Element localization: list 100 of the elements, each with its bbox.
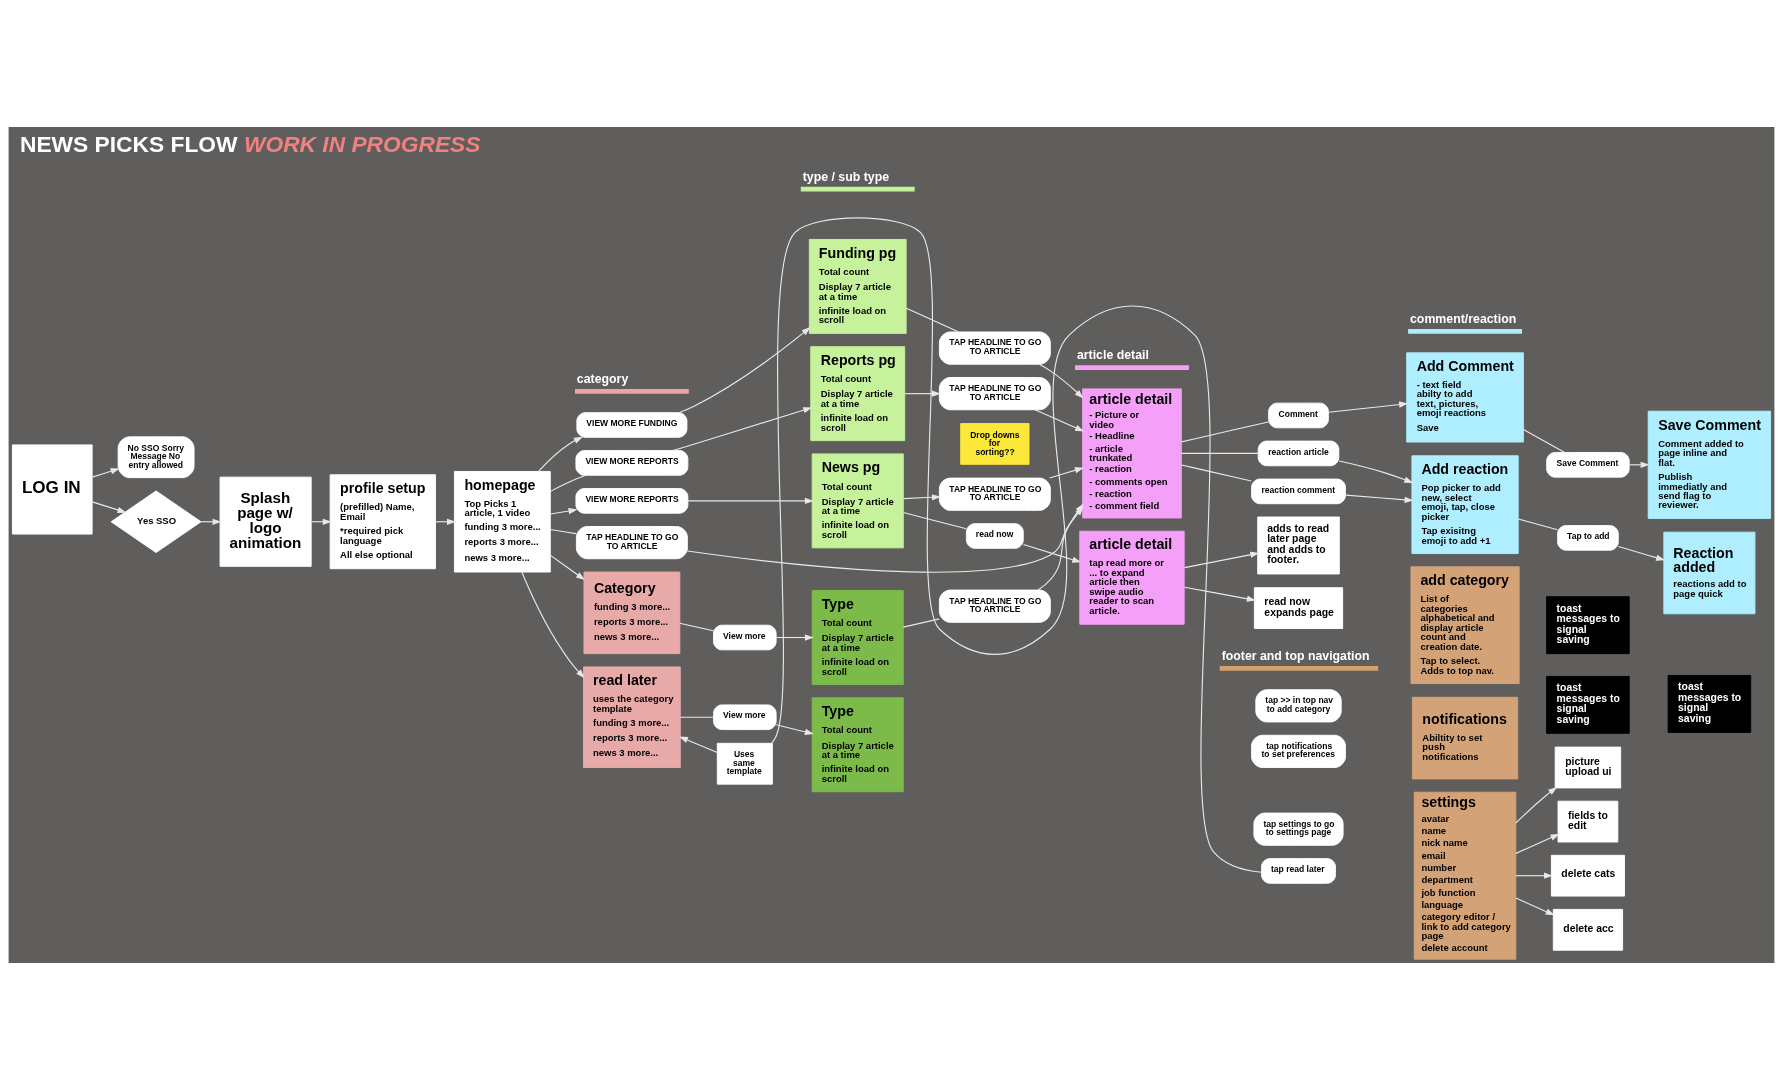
node-box: tap >> in top nav to add category bbox=[1255, 688, 1342, 722]
node-box: View more bbox=[713, 624, 777, 650]
connector bbox=[1180, 463, 1252, 482]
arrow bbox=[904, 390, 941, 397]
node-box: Comment bbox=[1268, 402, 1329, 428]
node-box: article detail tap read more or ... to expand article then swipe audio reader to scan article. bbox=[1079, 530, 1185, 625]
connector bbox=[1523, 428, 1566, 453]
node-box: Tap to add bbox=[1557, 524, 1619, 551]
connector bbox=[549, 528, 577, 534]
node-box: LOG IN bbox=[11, 443, 93, 535]
arrow bbox=[678, 736, 718, 753]
node-box: TAP HEADLINE TO GO TO ARTICLE bbox=[938, 589, 1051, 623]
connector bbox=[902, 511, 967, 529]
node-box: picture upload ui bbox=[1554, 746, 1622, 788]
arrow bbox=[1515, 786, 1558, 824]
arrow bbox=[902, 493, 941, 500]
arrow bbox=[1628, 461, 1650, 468]
connector bbox=[549, 474, 587, 492]
node-box: toast messages to signal saving bbox=[1667, 674, 1752, 733]
arrow bbox=[687, 497, 814, 504]
node-box: VIEW MORE REPORTS bbox=[575, 449, 689, 476]
legend-label: comment/reaction bbox=[1410, 311, 1517, 326]
legend-label: category bbox=[576, 371, 629, 386]
node-box: add category List of categories alphabetical and display article count and creation date. Tap to select. Adds to top nav. bbox=[1410, 565, 1520, 684]
node-box: settings avatar name nick name email number department job function language category editor / link to add category page delete account bbox=[1413, 791, 1517, 960]
node-box: notifications Abiltity to set push notifications bbox=[1411, 696, 1519, 779]
arrow bbox=[1038, 363, 1084, 398]
arrow bbox=[310, 518, 332, 525]
node-box: read later uses the category template funding 3 more... reports 3 more... news 3 more... bbox=[583, 665, 681, 768]
node-box: Save Comment Comment added to page inline and flat. Publish immediatly and send flag to reviewer. bbox=[1647, 410, 1772, 519]
arrow bbox=[521, 571, 585, 678]
node-box: Add Comment - text field abilty to add text, pictures, emoji reactions Save bbox=[1406, 351, 1524, 442]
arrow bbox=[1184, 551, 1260, 568]
node-box: Save Comment bbox=[1546, 451, 1630, 478]
node-box: delete acc bbox=[1552, 908, 1624, 951]
diagram-title: NEWS PICKS FLOW WORK IN PROGRESS bbox=[19, 130, 481, 157]
connector bbox=[679, 622, 715, 631]
node-box: No SSO Sorry Message No entry allowed bbox=[117, 435, 195, 478]
connector bbox=[902, 617, 940, 628]
node-box: tap read later bbox=[1261, 857, 1336, 884]
node-box: Type Total count Display 7 article at a time infinite load on scroll bbox=[811, 589, 904, 685]
node-box: TAP HEADLINE TO GO TO ARTICLE bbox=[938, 331, 1051, 365]
arrow bbox=[672, 406, 813, 451]
node-box: reaction article bbox=[1257, 440, 1340, 466]
arrow bbox=[1034, 408, 1085, 432]
node-box: VIEW MORE FUNDING bbox=[576, 411, 688, 438]
arrow bbox=[91, 500, 127, 513]
connector bbox=[1517, 517, 1559, 530]
node-box: TAP HEADLINE TO GO TO ARTICLE bbox=[938, 376, 1051, 410]
arrow bbox=[1022, 543, 1082, 563]
node-box: Uses same template bbox=[716, 742, 773, 785]
connector bbox=[905, 307, 959, 332]
node-box: Drop downs for sorting?? bbox=[960, 422, 1030, 465]
arrow bbox=[1338, 459, 1414, 483]
node-box: Reaction added reactions add to page quick bbox=[1663, 531, 1756, 614]
node-box: VIEW MORE REPORTS bbox=[575, 487, 689, 514]
arrow bbox=[1515, 872, 1553, 879]
node-box: TAP HEADLINE TO GO TO ARTICLE bbox=[938, 477, 1051, 511]
node-box: tap notifications to set preferences bbox=[1251, 734, 1346, 768]
node-box: Reports pg Total count Display 7 article at a time infinite load on scroll bbox=[810, 345, 906, 441]
node-box: profile setup (prefilled) Name, Email *required pick language All else optional bbox=[329, 473, 436, 569]
node-box: adds to read later page and adds to footer. bbox=[1257, 516, 1340, 574]
node-box: TAP HEADLINE TO GO TO ARTICLE bbox=[575, 525, 688, 559]
arrow bbox=[1345, 494, 1414, 503]
legend-label: article detail bbox=[1076, 347, 1149, 362]
node-diamond: Yes SSO bbox=[110, 489, 202, 553]
node-box: reaction comment bbox=[1251, 478, 1346, 504]
node-box: Splash page w/ logo animation bbox=[219, 476, 312, 567]
node-box: News pg Total count Display 7 article at a time infinite load on scroll bbox=[811, 452, 904, 548]
connector bbox=[680, 716, 714, 718]
node-box: Add reaction Pop picker to add new, select emoji, tap, close picker Tap exisitng emoji to add +1 bbox=[1411, 454, 1519, 554]
node-box: tap settings to go to settings page bbox=[1253, 812, 1344, 846]
arrow bbox=[1515, 896, 1555, 915]
node-box: delete cats bbox=[1550, 854, 1625, 897]
node-box: read now expands page bbox=[1253, 586, 1344, 629]
node-box: read now bbox=[965, 522, 1024, 549]
arrow bbox=[549, 507, 578, 515]
legend-label: footer and top navigation bbox=[1221, 648, 1370, 663]
connector bbox=[1180, 420, 1269, 442]
node-box: article detail - Picture or video - Headline - article trunkated - reaction - comments open - reaction - comment field bbox=[1082, 387, 1182, 518]
node-box: toast messages to signal saving bbox=[1546, 675, 1630, 734]
connector bbox=[771, 216, 1262, 873]
arrow bbox=[678, 326, 811, 413]
arrow bbox=[775, 723, 814, 735]
node-box: Type Total count Display 7 article at a time infinite load on scroll bbox=[811, 696, 904, 792]
arrow bbox=[1515, 833, 1560, 854]
arrow bbox=[1617, 545, 1666, 561]
legend-label: type / sub type bbox=[802, 169, 890, 184]
arrow bbox=[775, 633, 814, 641]
arrow bbox=[1327, 400, 1409, 413]
node-box: homepage Top Picks 1 article, 1 video funding 3 more... reports 3 more... news 3 more... bbox=[453, 470, 551, 572]
node-box: Funding pg Total count Display 7 article at a time infinite load on scroll bbox=[808, 238, 907, 334]
arrow bbox=[1049, 466, 1084, 479]
arrow bbox=[549, 554, 585, 580]
arrow bbox=[1184, 586, 1256, 602]
arrow bbox=[538, 436, 583, 472]
node-box: View more bbox=[713, 703, 777, 730]
node-box: Category funding 3 more... reports 3 more... news 3 more... bbox=[583, 571, 681, 654]
arrow bbox=[91, 467, 120, 478]
connector bbox=[1180, 452, 1259, 454]
